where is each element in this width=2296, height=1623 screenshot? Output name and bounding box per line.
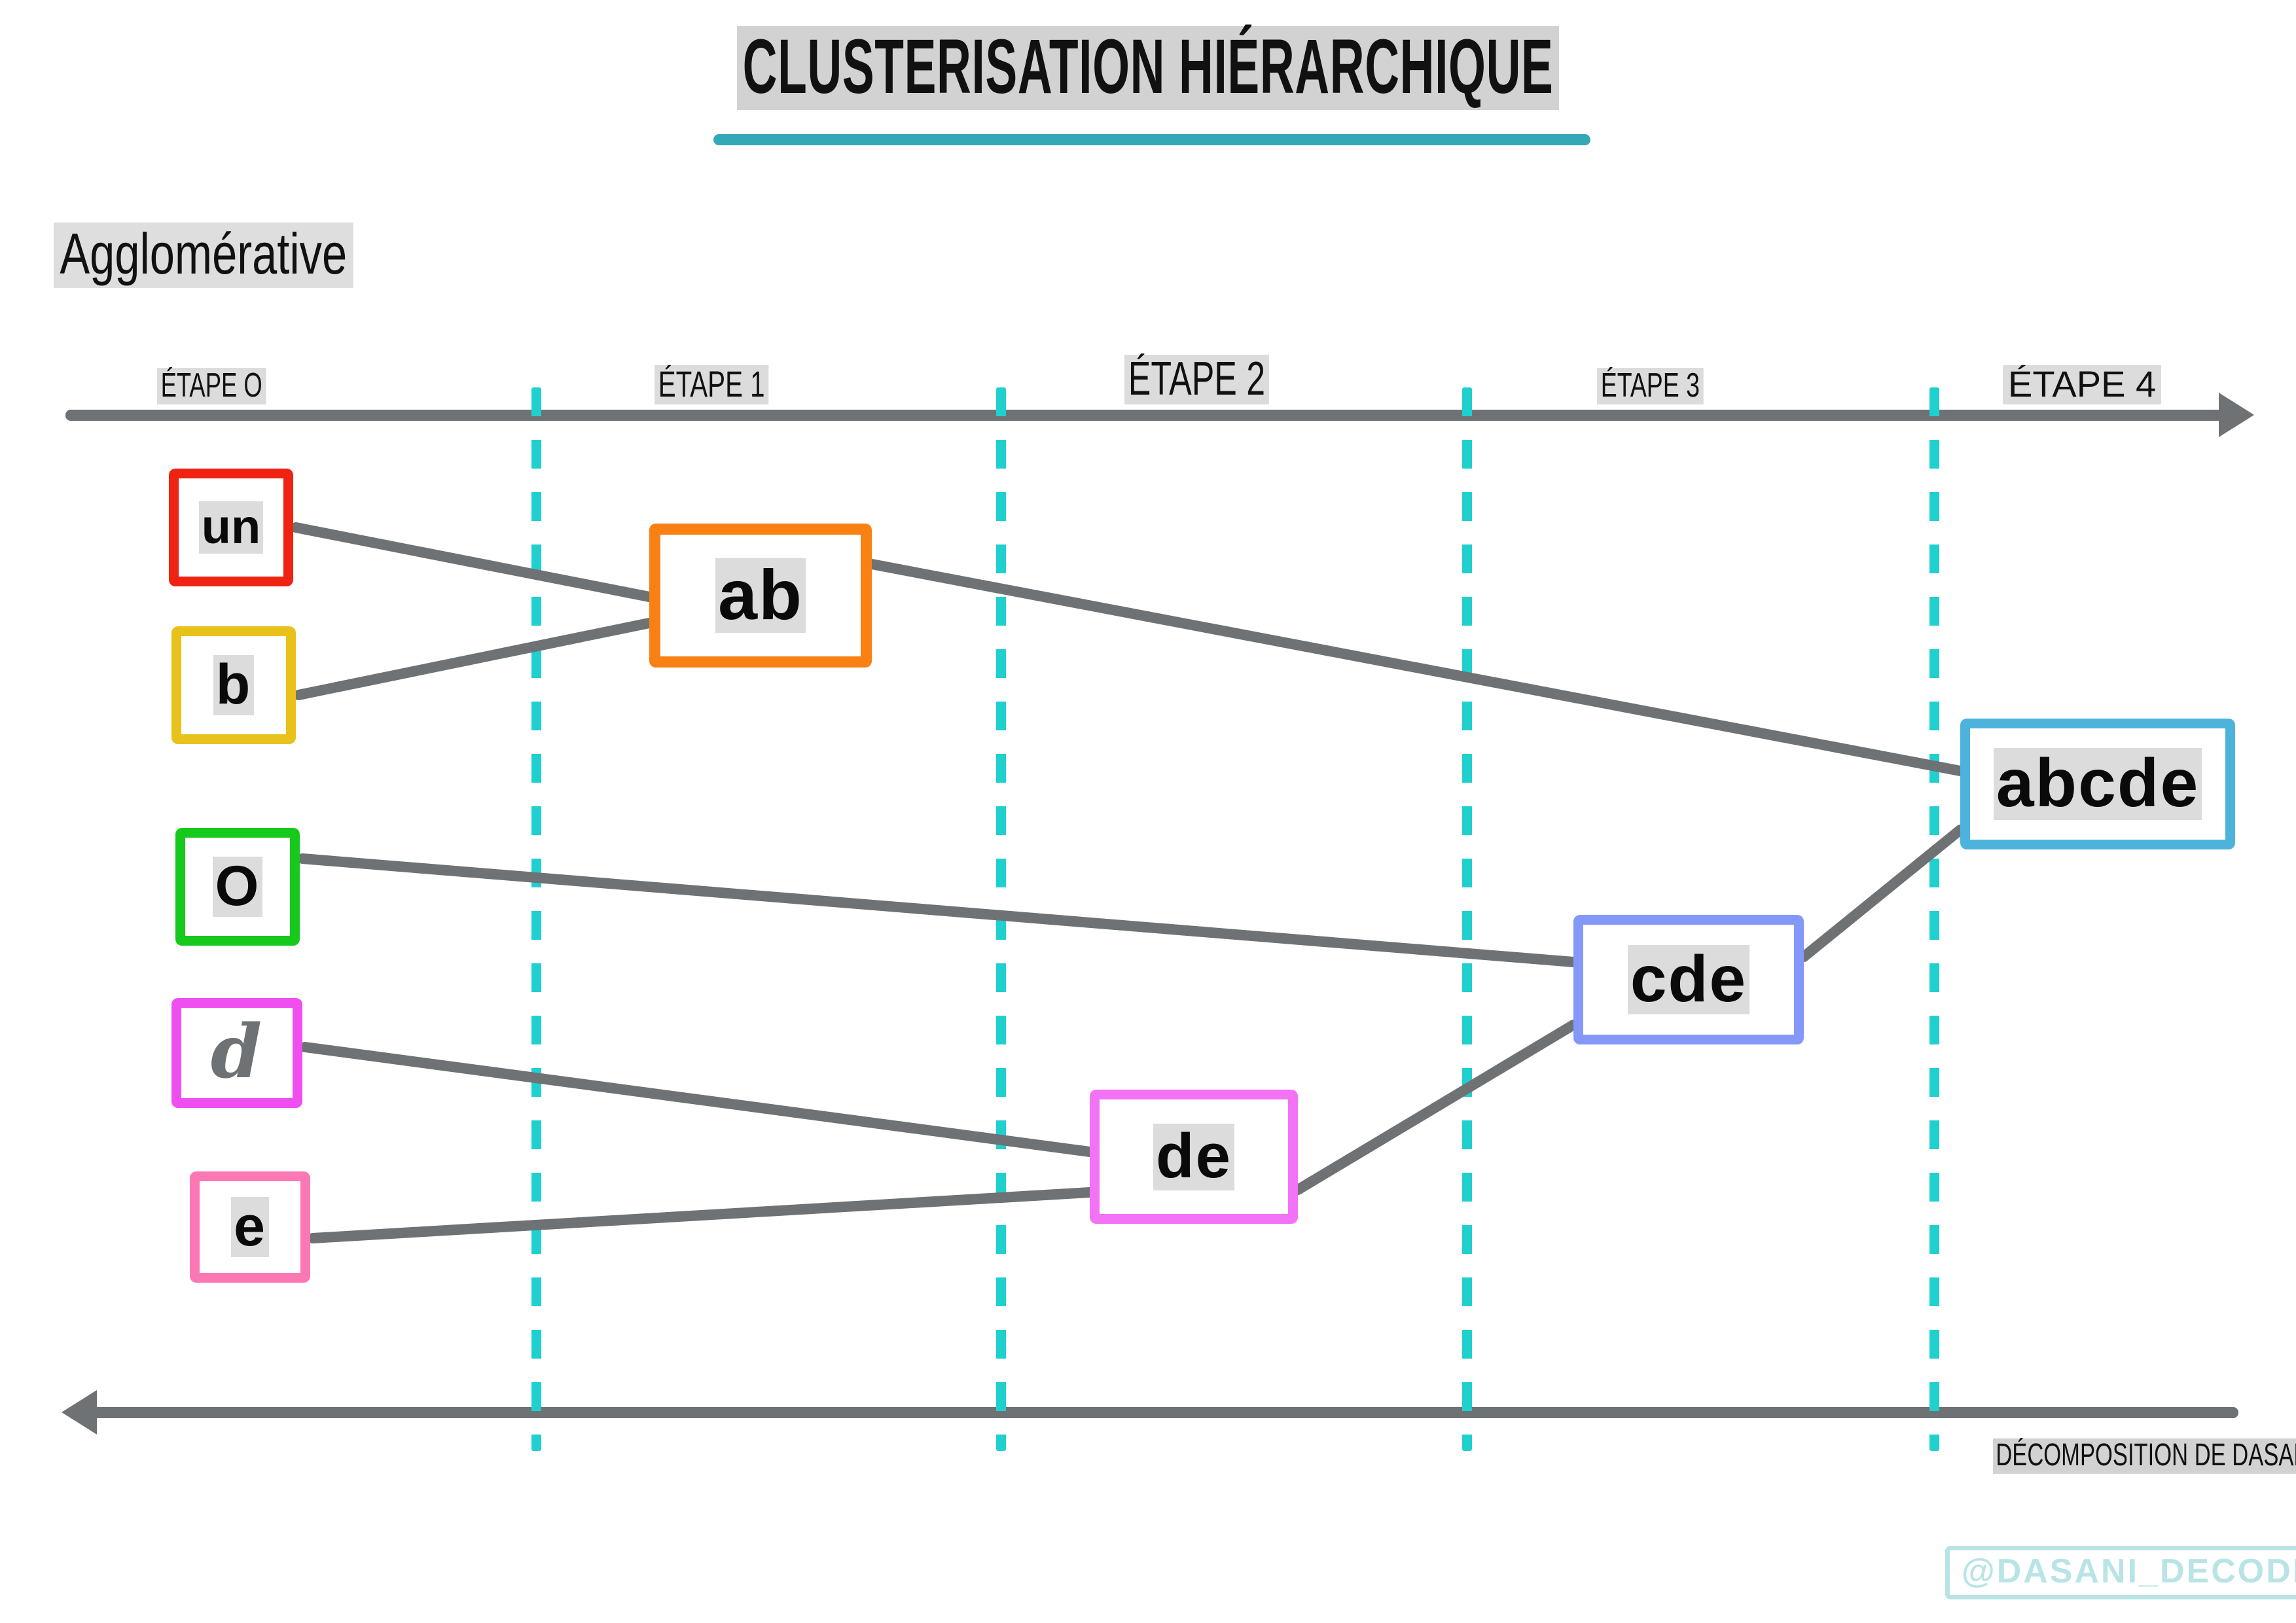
step-label-1: ÉTAPE 1 [655, 365, 769, 404]
arrow-left-icon [62, 1390, 97, 1435]
cluster-node-b[interactable]: b [171, 626, 296, 744]
cluster-node-cde[interactable]: cde [1573, 915, 1804, 1044]
link-de-cde [1293, 1020, 1579, 1195]
cluster-node-ab[interactable]: ab [649, 524, 872, 668]
cluster-node-e-label: e [231, 1197, 269, 1257]
cluster-node-de-label: de [1153, 1123, 1235, 1190]
cluster-node-cde-label: cde [1627, 945, 1750, 1014]
cluster-node-a-label: un [198, 501, 264, 554]
link-a-ab [291, 522, 655, 602]
cluster-node-de[interactable]: de [1090, 1090, 1298, 1224]
step-separator-1 [531, 387, 541, 1451]
title-underline-bar [713, 134, 1590, 145]
cluster-node-abcde-label: abcde [1993, 748, 2202, 820]
link-d-de [300, 1042, 1095, 1157]
subtitle-agglomerative: Agglomérative [54, 223, 353, 288]
cluster-node-ab-label: ab [715, 558, 806, 633]
watermark-handle: @DASANI_DECODED [1945, 1546, 2296, 1599]
cluster-node-d-label: d [210, 1009, 264, 1095]
step-separator-3 [1462, 387, 1472, 1451]
page-title-container: CLUSTERISATION HIÉRARCHIQUE [0, 26, 2296, 111]
cluster-node-a[interactable]: un [169, 469, 293, 586]
step-label-0: ÉTAPE O [157, 368, 266, 404]
link-c-cde [297, 853, 1579, 967]
step-separator-2 [996, 387, 1006, 1451]
link-b-ab [293, 618, 655, 700]
cluster-node-d[interactable]: d [171, 998, 302, 1108]
timeline-axis-bottom [79, 1407, 2238, 1418]
page-title: CLUSTERISATION HIÉRARCHIQUE [736, 26, 1560, 111]
timeline-axis-top [65, 410, 2232, 421]
step-label-3: ÉTAPE 3 [1597, 368, 1704, 404]
cluster-node-c[interactable]: O [175, 828, 300, 946]
link-ab-abcde [867, 559, 1965, 776]
cluster-node-b-label: b [213, 655, 255, 715]
cluster-node-abcde[interactable]: abcde [1960, 719, 2235, 849]
cluster-node-c-label: O [212, 857, 263, 917]
step-separator-4 [1929, 387, 1939, 1451]
cluster-node-e[interactable]: e [190, 1171, 310, 1283]
link-e-de [308, 1187, 1095, 1243]
step-label-4: ÉTAPE 4 [2003, 365, 2162, 404]
footer-note: DÉCOMPOSITION DE DASANI [1993, 1438, 2296, 1474]
step-label-2: ÉTAPE 2 [1124, 355, 1269, 404]
arrow-right-icon [2219, 393, 2254, 437]
